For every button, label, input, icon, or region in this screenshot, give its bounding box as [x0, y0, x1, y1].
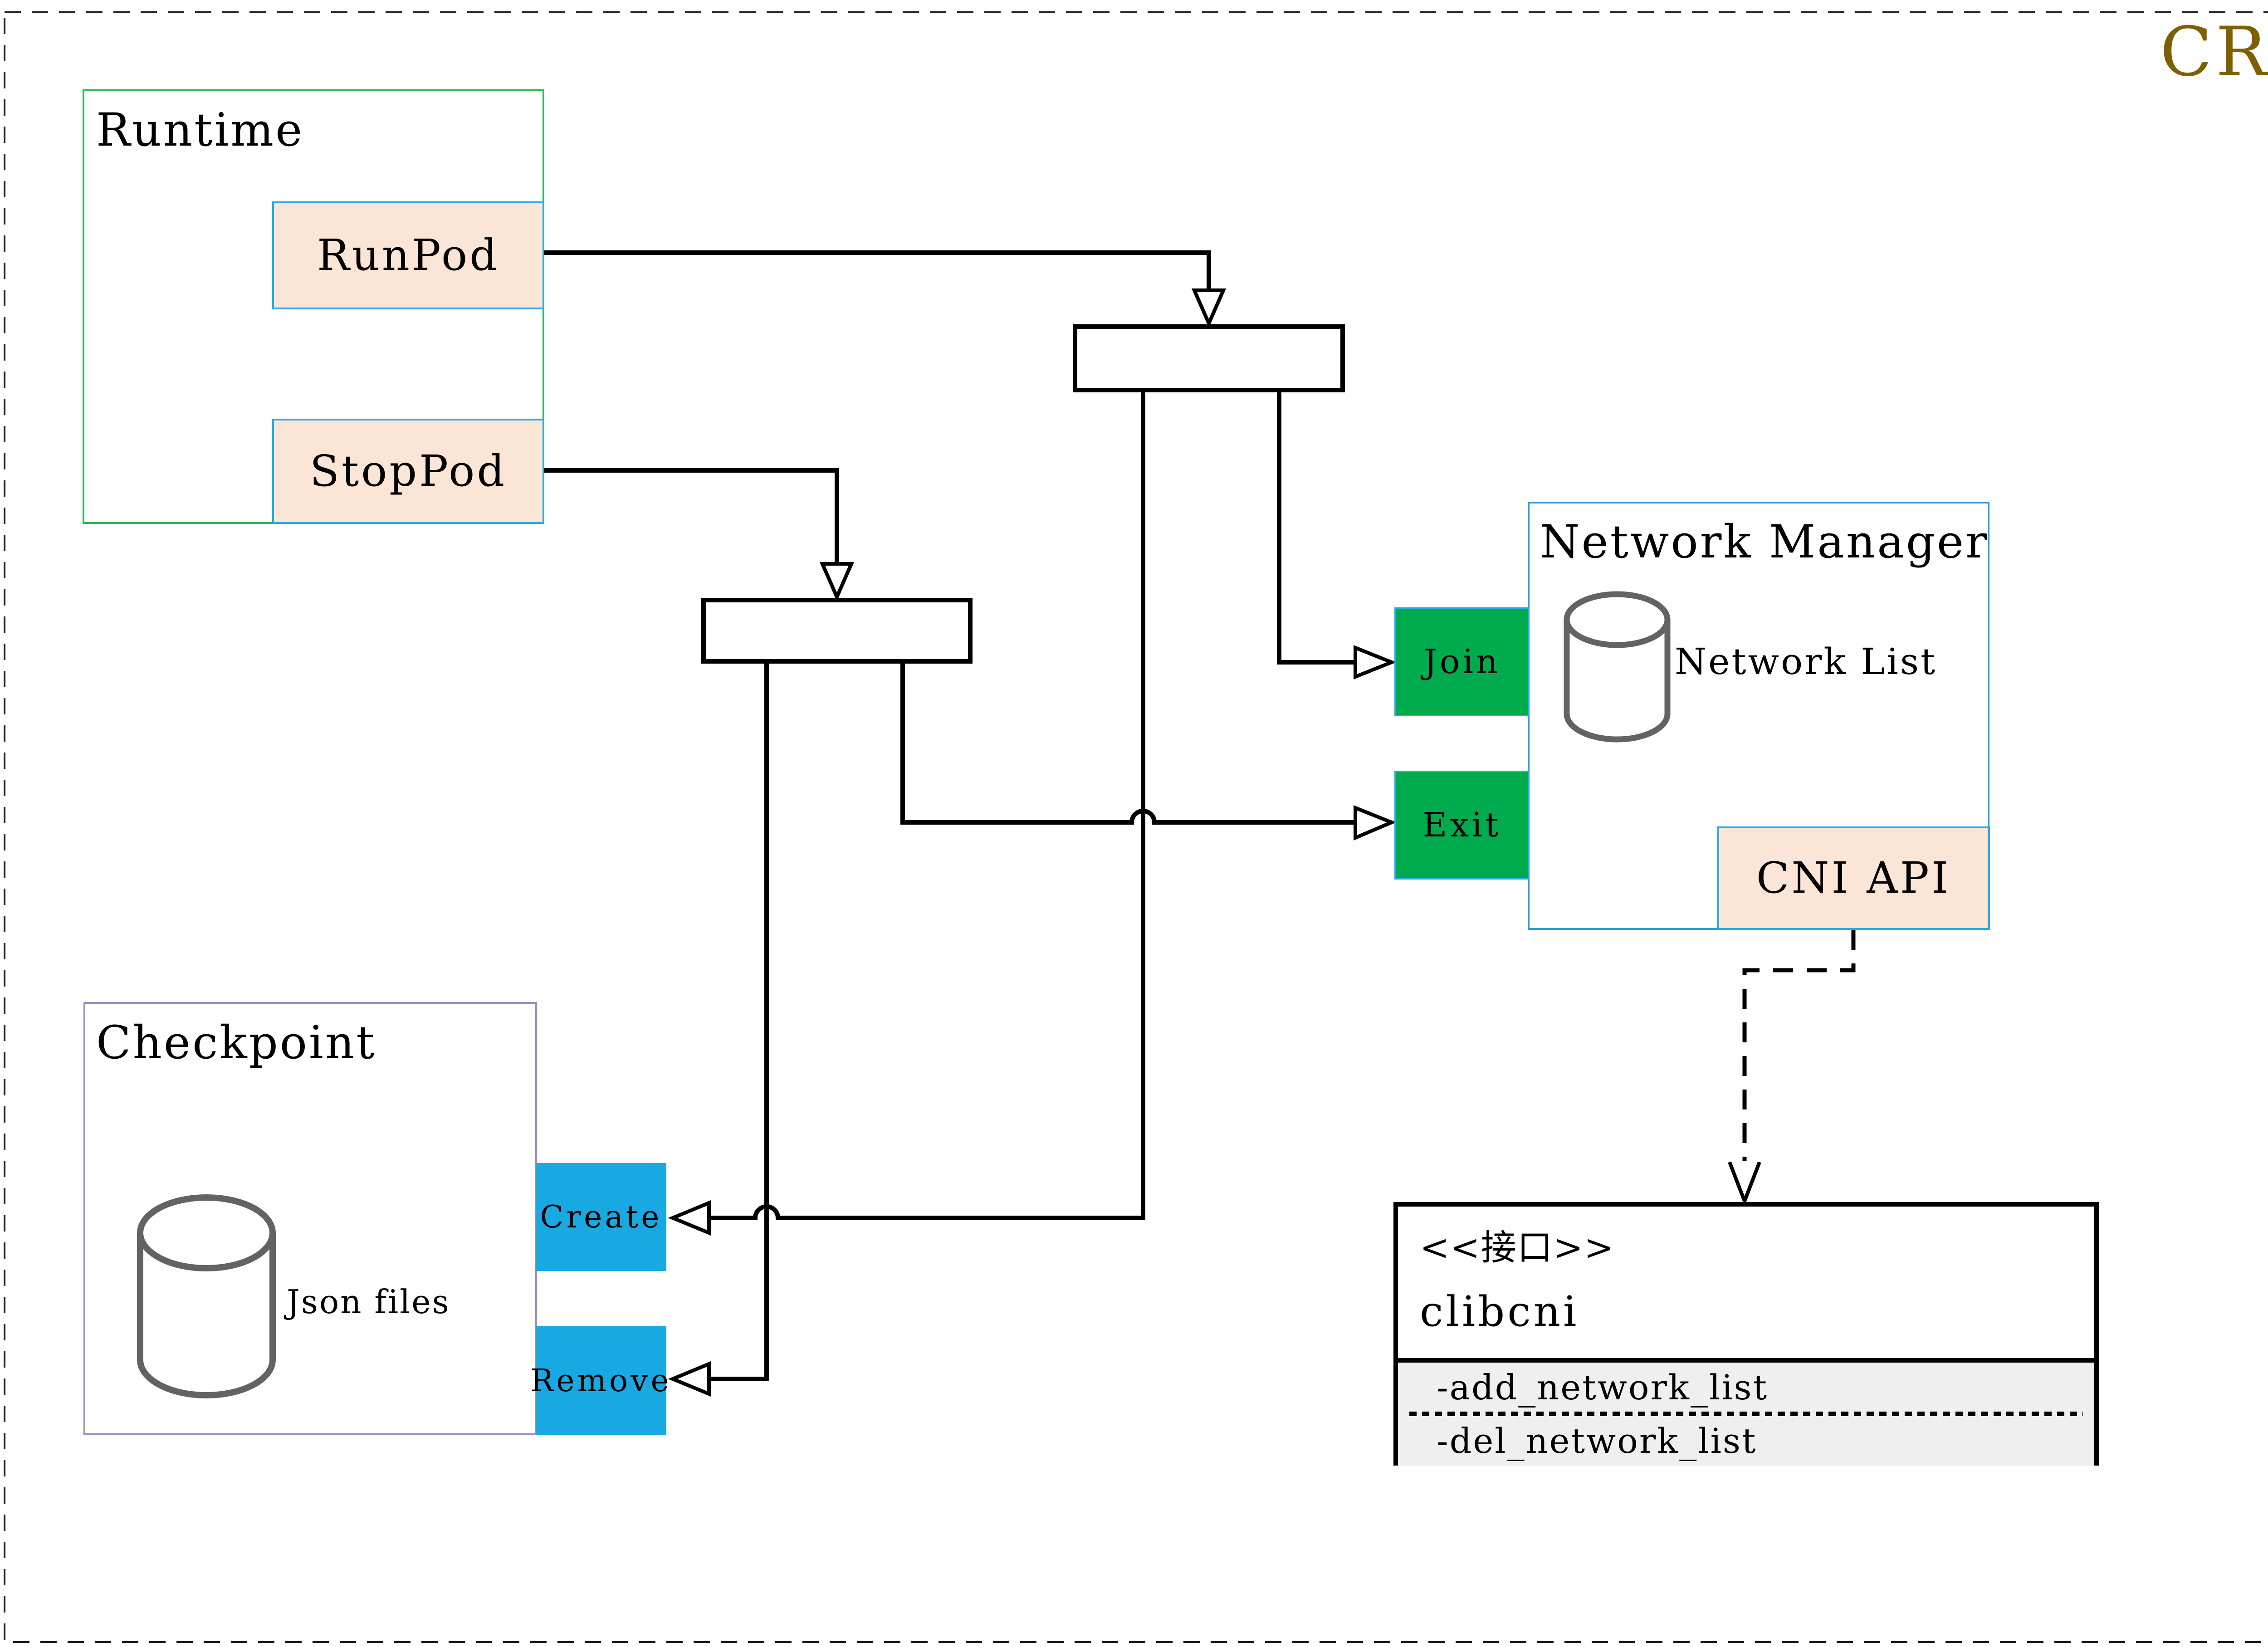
runtime-label: Runtime [96, 103, 304, 156]
clibcni-attributes-compartment: -add_network_list -del_network_list [1398, 1358, 2094, 1466]
json-files-database-cylinder-icon [137, 1194, 276, 1398]
remove-box: Remove [530, 1326, 669, 1435]
create-arrowhead-icon [668, 1200, 711, 1236]
exit-connector-line [900, 664, 1355, 825]
clibcni-interface-box: <<接口>> clibcni -add_network_list -del_ne… [1393, 1202, 2099, 1466]
remove-connector-line [709, 664, 769, 1381]
cni-api-box: CNI API [1717, 826, 1990, 930]
join-box: Join [1394, 607, 1530, 716]
network-list-database-cylinder-icon [1564, 591, 1671, 743]
cni-dependency-dashed-line [1742, 930, 1856, 1161]
remove-arrowhead-icon [668, 1361, 711, 1397]
cni-dependency-arrowhead-icon [1728, 1161, 1761, 1207]
stoppod-label: StopPod [309, 446, 507, 496]
exit-arrowhead-icon [1354, 805, 1397, 841]
checkpoint-label: Checkpoint [96, 1016, 376, 1069]
join-connector-line [1277, 392, 1355, 665]
pod-teardown-rect [701, 598, 973, 664]
create-box: Create [536, 1163, 666, 1271]
exit-box: Exit [1394, 771, 1530, 880]
diagram-title: CRI [2160, 13, 2268, 92]
clibcni-name-label: clibcni [1420, 1287, 1579, 1336]
join-label: Join [1423, 642, 1501, 681]
exit-label: Exit [1422, 806, 1501, 845]
clibcni-method-add-network-list: -add_network_list [1437, 1367, 1769, 1408]
create-connector-line [709, 392, 1145, 1220]
cni-api-label: CNI API [1756, 853, 1951, 903]
json-files-label: Json files [287, 1283, 450, 1321]
runpod-box: RunPod [272, 201, 544, 309]
network-manager-label: Network Manager [1540, 515, 1989, 568]
clibcni-method-del-network-list: -del_network_list [1437, 1420, 1757, 1461]
join-arrowhead-icon [1354, 645, 1397, 679]
network-list-label: Network List [1675, 640, 1937, 683]
runpod-arrowhead-icon [1191, 288, 1227, 328]
clibcni-title-compartment: <<接口>> clibcni [1398, 1207, 2094, 1358]
stoppod-connector-line [544, 468, 839, 564]
remove-label: Remove [530, 1363, 672, 1399]
stoppod-arrowhead-icon [819, 562, 855, 601]
stoppod-box: StopPod [272, 419, 544, 524]
diagram-frame-border [4, 11, 2268, 1643]
clibcni-attributes-divider [1409, 1412, 2083, 1416]
runpod-connector-line [544, 250, 1211, 290]
create-label: Create [540, 1199, 662, 1235]
runpod-label: RunPod [317, 230, 499, 280]
pod-setup-rect [1073, 324, 1345, 392]
clibcni-stereotype-label: <<接口>> [1420, 1227, 1615, 1268]
